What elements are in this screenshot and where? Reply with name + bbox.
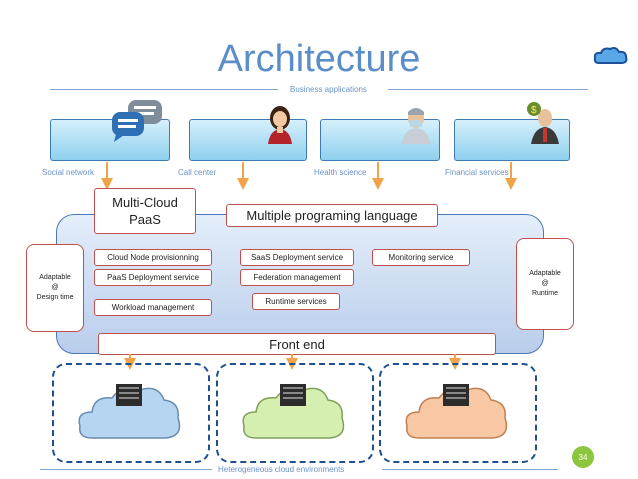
saas-deployment-service-box: SaaS Deployment service bbox=[240, 249, 354, 266]
cloud-environment-1 bbox=[52, 363, 210, 463]
cloud-node-provisioning-box: Cloud Node provisionning bbox=[94, 249, 212, 266]
app-label-callcenter: Call center bbox=[178, 168, 217, 177]
adapt-left-l2: @ bbox=[51, 284, 59, 291]
multi-cloud-paas-box: Multi-Cloud PaaS bbox=[94, 188, 196, 234]
app-box-financial bbox=[454, 119, 570, 161]
doctor-icon bbox=[402, 108, 430, 144]
cloud-environment-3 bbox=[379, 363, 537, 463]
monitoring-service-box: Monitoring service bbox=[372, 249, 470, 266]
workload-management-box: Workload management bbox=[94, 299, 212, 316]
cloud-icon bbox=[405, 384, 508, 439]
adapt-right-l1: Adaptable bbox=[529, 270, 561, 277]
bottom-divider-left bbox=[40, 469, 212, 470]
cloud-icon bbox=[593, 47, 628, 64]
paas-deployment-service-box: PaaS Deployment service bbox=[94, 269, 212, 286]
business-applications-label: Business applications bbox=[290, 85, 367, 94]
server-icon bbox=[443, 384, 469, 406]
banker-icon: $ bbox=[527, 102, 559, 144]
app-box-social bbox=[50, 119, 170, 161]
adaptable-runtime-box: Adaptable @ Runtime bbox=[516, 238, 574, 330]
runtime-services-box: Runtime services bbox=[252, 293, 340, 310]
adapt-left-l3: Design time bbox=[36, 294, 74, 301]
server-icon bbox=[280, 384, 306, 406]
multi-cloud-line1: Multi-Cloud bbox=[112, 195, 178, 210]
app-label-social: Social network bbox=[42, 168, 95, 177]
divider-right bbox=[388, 89, 588, 90]
bottom-divider-right bbox=[382, 469, 558, 470]
app-label-financial: Financial services bbox=[445, 168, 509, 177]
app-label-health: Health science bbox=[314, 168, 367, 177]
front-end-box: Front end bbox=[98, 333, 496, 355]
adapt-right-l3: Runtime bbox=[531, 290, 559, 297]
federation-management-box: Federation management bbox=[240, 269, 354, 286]
cloud-environment-2 bbox=[216, 363, 374, 463]
heterogeneous-label: Heterogeneous cloud environments bbox=[218, 465, 345, 474]
cloud-icon bbox=[242, 384, 345, 439]
page-number-badge: 34 bbox=[572, 446, 594, 468]
multiple-programming-language-box: Multiple programing language bbox=[226, 204, 438, 227]
divider-left bbox=[50, 89, 278, 90]
adapt-right-l2: @ bbox=[541, 280, 549, 287]
svg-text:$: $ bbox=[531, 105, 537, 116]
server-icon bbox=[116, 384, 142, 406]
operator-icon bbox=[268, 106, 292, 144]
cloud-icon bbox=[78, 384, 181, 439]
page-title: Architecture bbox=[217, 38, 421, 80]
chat-bubbles-icon bbox=[112, 100, 162, 142]
multi-cloud-line2: PaaS bbox=[129, 212, 161, 227]
adaptable-design-time-box: Adaptable @ Design time bbox=[26, 244, 84, 332]
adapt-left-l1: Adaptable bbox=[39, 274, 71, 281]
